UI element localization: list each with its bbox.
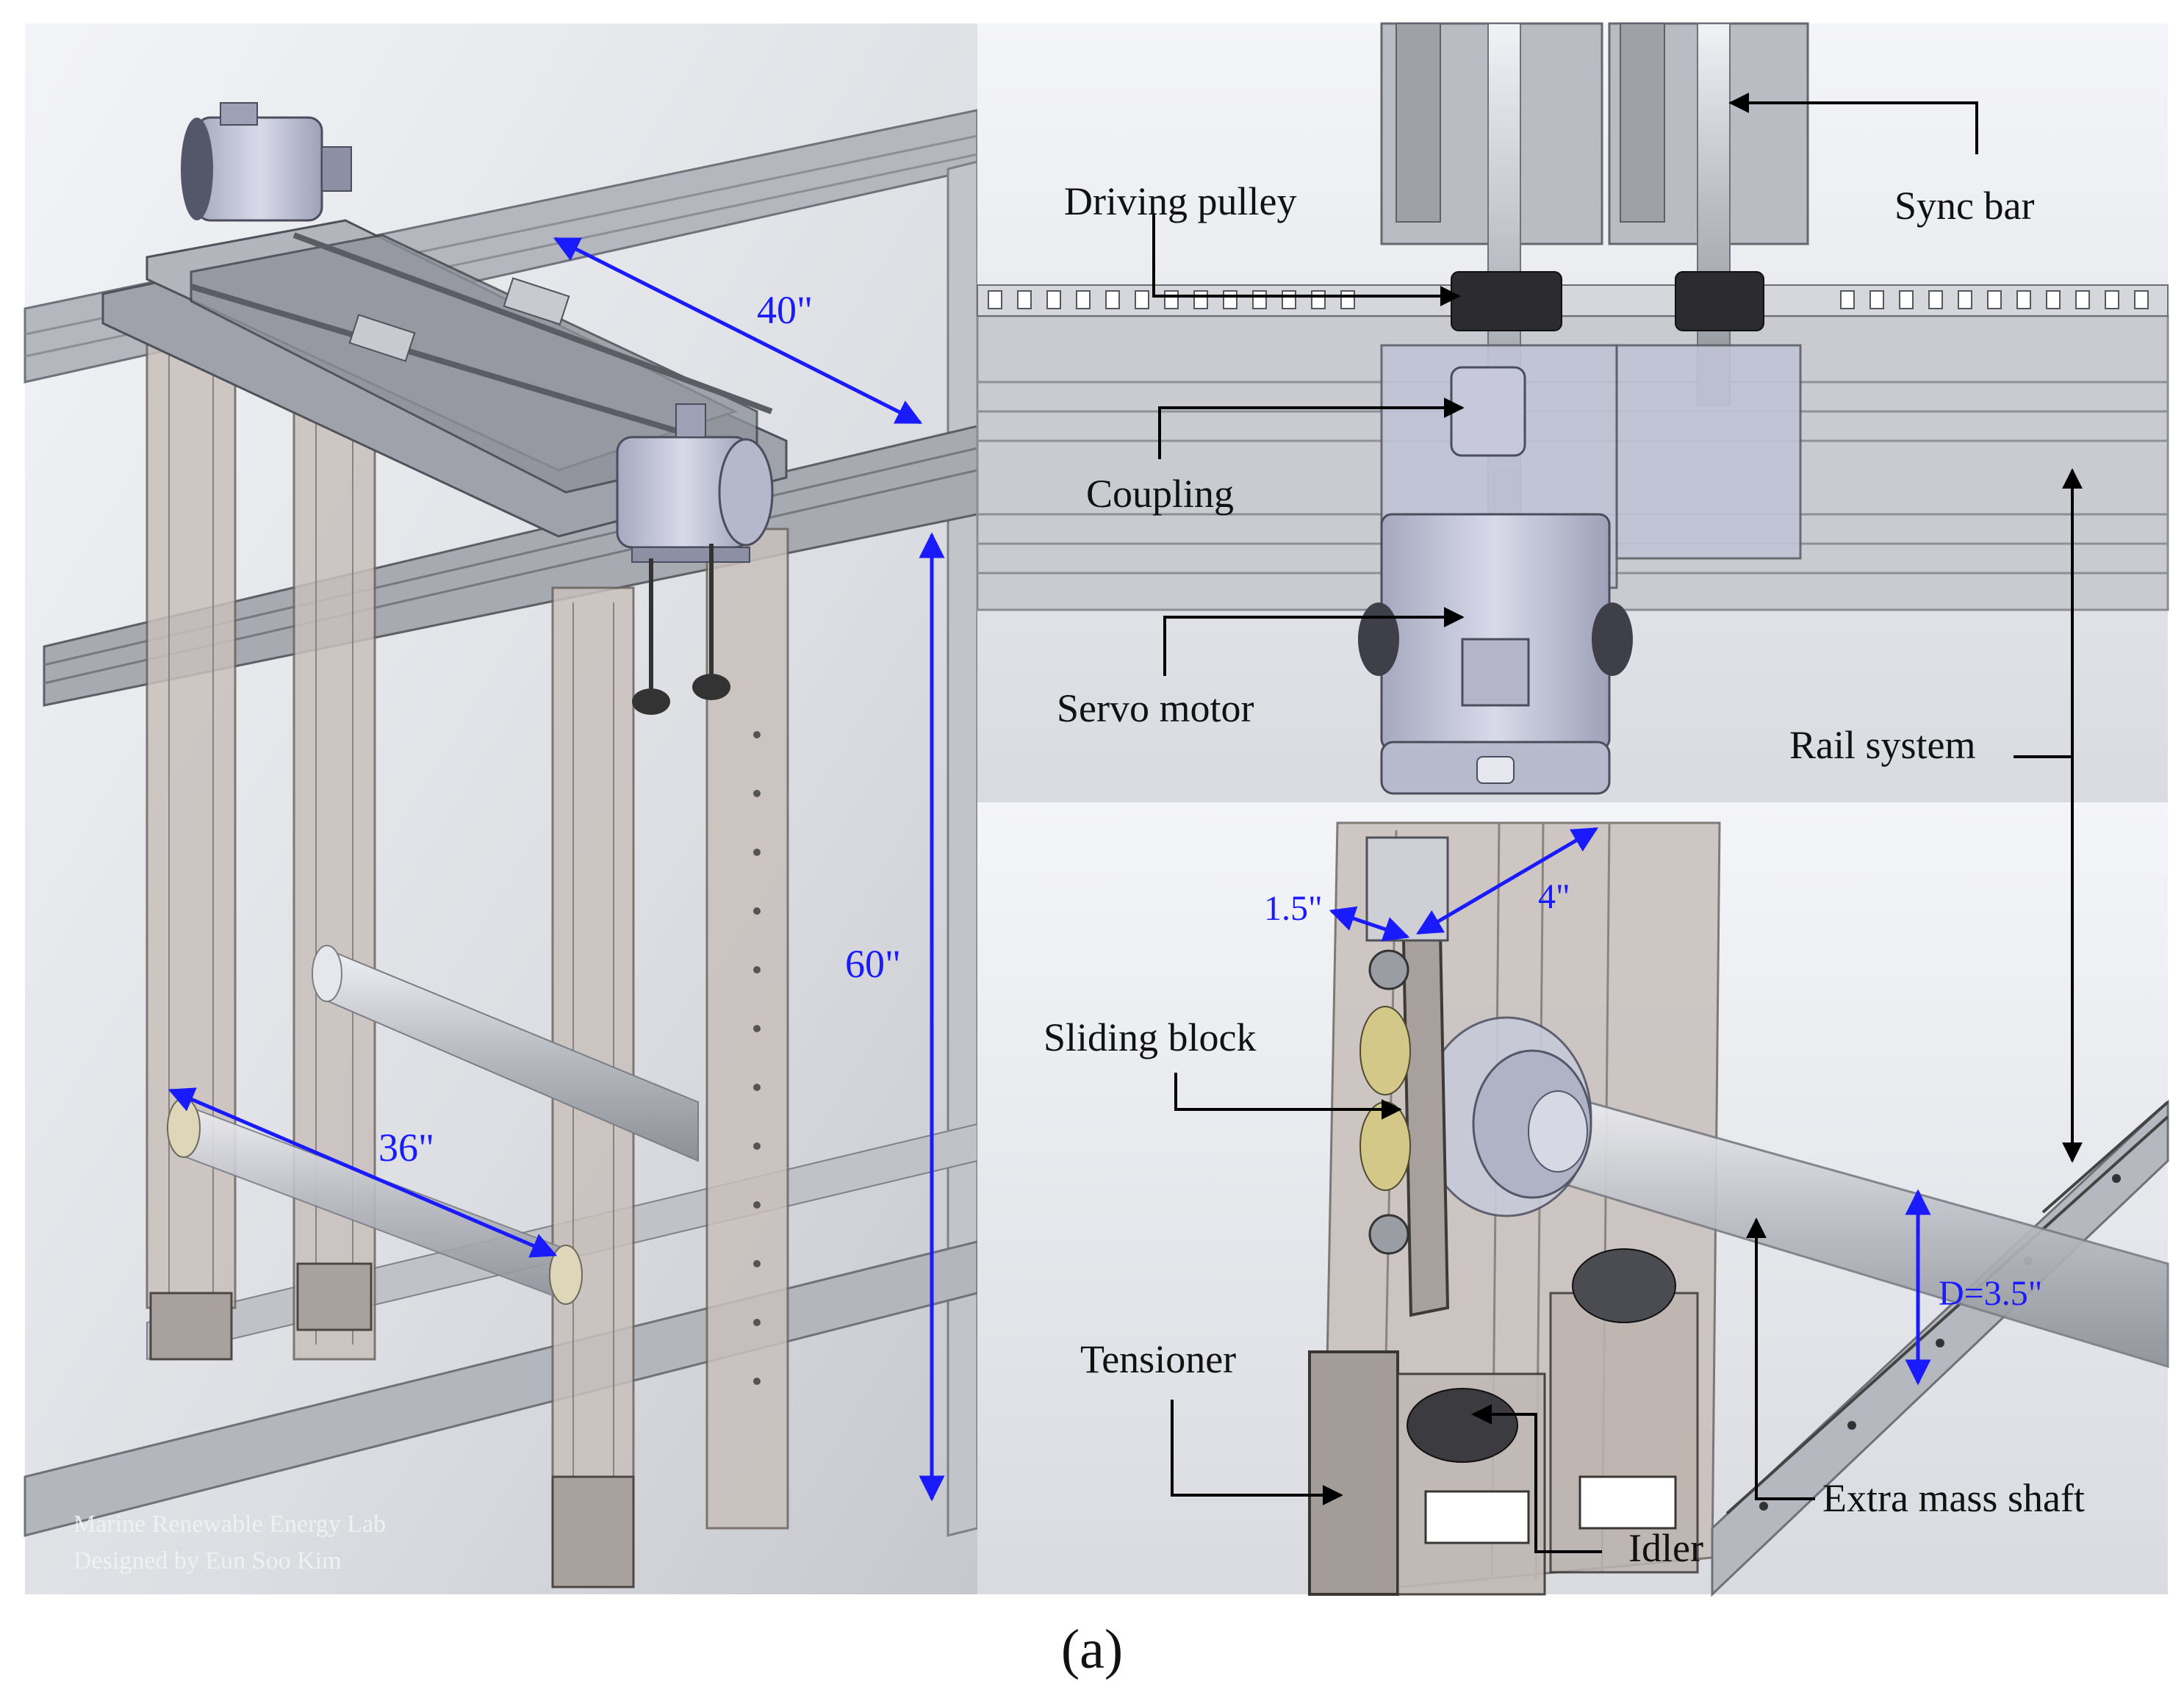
label-sliding-block: Sliding block [1043, 1015, 1257, 1059]
dimension-36-arrow [168, 1087, 558, 1258]
label-coupling: Coupling [1086, 472, 1234, 516]
sync-bar-right [1697, 23, 1731, 406]
label-idler: Idler [1628, 1526, 1703, 1570]
dimension-1-5-label: 1.5" [1264, 889, 1323, 928]
servo-motor [1358, 513, 1633, 795]
dimension-40-arrow [553, 237, 923, 425]
left-panel: 40" 60" 36" Marine Renewable Energy Lab … [24, 24, 979, 1594]
driving-pulley [1451, 271, 1562, 331]
hub [1420, 1016, 1592, 1217]
dimension-4-label: 4" [1538, 877, 1570, 916]
figure-caption: (a) [1061, 1619, 1123, 1680]
idler [1407, 1388, 1518, 1463]
label-rail-system: Rail system [1789, 723, 1976, 767]
tensioner [1308, 1350, 1399, 1596]
coupling [1450, 366, 1526, 457]
diameter-label: D=3.5" [1939, 1274, 2042, 1313]
label-driving-pulley: Driving pulley [1064, 179, 1296, 223]
credit-line-2: Designed by Eun Soo Kim [73, 1547, 342, 1574]
column-holes [753, 731, 761, 1385]
left-servo-motor-lower [616, 403, 774, 563]
label-servo-motor: Servo motor [1057, 686, 1254, 730]
dimension-4-arrow [1415, 827, 1599, 935]
dimension-1-5-arrow [1329, 906, 1410, 942]
bottom-right-panel: 1.5" 4" D=3.5" Sliding block Tensioner I… [977, 755, 2169, 1597]
top-right-panel: Driving pulley Sync bar Coupling Servo m… [976, 22, 2169, 802]
credit-line-1: Marine Renewable Energy Lab [73, 1511, 386, 1538]
dimension-36-label: 36" [378, 1126, 434, 1170]
dimension-60-label: 60" [845, 942, 901, 986]
dimension-40-label: 40" [757, 288, 813, 332]
label-sync-bar: Sync bar [1894, 184, 2034, 228]
label-tensioner: Tensioner [1080, 1337, 1236, 1381]
sliding-block [1401, 931, 1450, 1317]
label-extra-mass-shaft: Extra mass shaft [1822, 1476, 2085, 1520]
left-servo-motor-upper [181, 102, 352, 222]
rail-chain [1725, 1101, 2169, 1515]
